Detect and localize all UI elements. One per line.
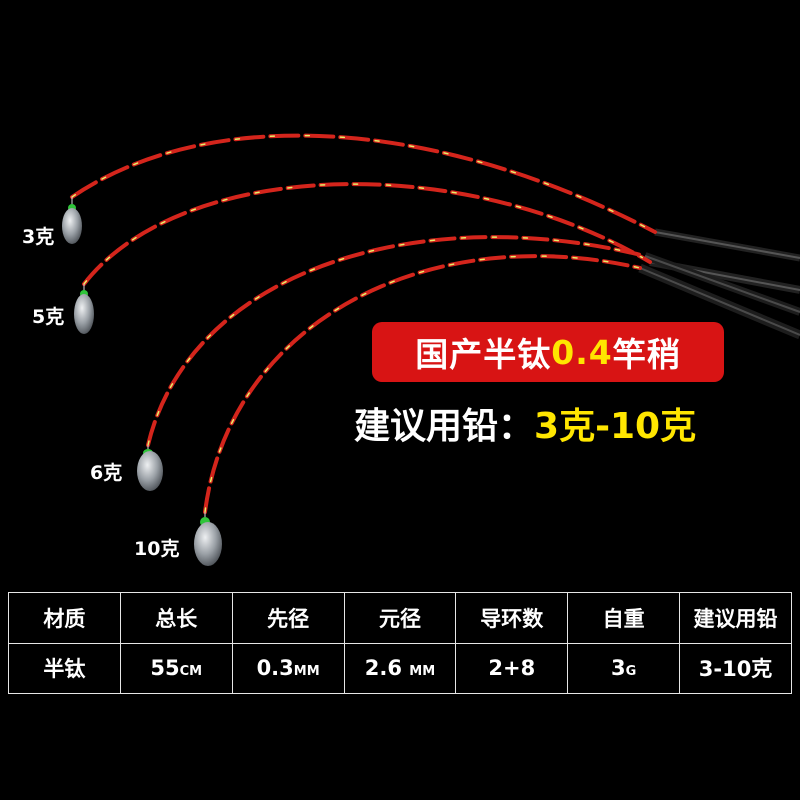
spec-table: 材质 总长 先径 元径 导环数 自重 建议用铅 半钛 55CM 0.3MM 2.… — [8, 592, 792, 694]
rod-tips-illustration — [62, 133, 800, 566]
table-cell-weight: 3G — [567, 642, 681, 694]
sinker-2 — [74, 284, 94, 334]
weight-label-6g: 6克 — [90, 462, 123, 484]
table-header-cell: 元径 — [343, 592, 457, 644]
rod-butts — [638, 228, 800, 340]
rod-tip-2 — [82, 182, 652, 286]
table-header-cell: 导环数 — [455, 592, 569, 644]
table-header-row: 材质 总长 先径 元径 导环数 自重 建议用铅 — [8, 592, 792, 644]
table-cell-base-diameter: 2.6 MM — [343, 642, 457, 694]
sinker-4 — [194, 512, 222, 566]
rod-tip-3 — [146, 235, 647, 447]
table-cell-material: 半钛 — [8, 642, 121, 694]
recommended-lead-line: 建议用铅：3克-10克 — [354, 393, 774, 453]
subtitle-highlight: 3克-10克 — [534, 406, 697, 447]
weight-label-5g: 5克 — [32, 306, 65, 328]
table-row: 半钛 55CM 0.3MM 2.6 MM 2+8 3G 3-10克 — [8, 642, 792, 694]
rod-tip-4 — [203, 254, 642, 514]
weight-label-10g: 10克 — [134, 538, 180, 560]
table-cell-length: 55CM — [119, 642, 233, 694]
sinker-1 — [62, 197, 82, 244]
banner-text-prefix: 国产半钛 — [415, 335, 552, 374]
table-cell-guide-count: 2+8 — [455, 642, 569, 694]
banner-text-suffix: 竿稍 — [612, 335, 681, 374]
banner-text-highlight: 0.4 — [551, 332, 613, 372]
table-header-cell: 先径 — [231, 592, 345, 644]
subtitle-prefix: 建议用铅： — [354, 406, 535, 447]
table-header-cell: 自重 — [567, 592, 681, 644]
table-cell-recommended-lead: 3-10克 — [679, 642, 792, 694]
table-header-cell: 总长 — [119, 592, 233, 644]
weight-label-3g: 3克 — [22, 226, 55, 248]
rod-tip-1 — [70, 133, 657, 234]
table-cell-tip-diameter: 0.3MM — [231, 642, 345, 694]
table-header-cell: 材质 — [8, 592, 121, 644]
table-header-cell: 建议用铅 — [679, 592, 792, 644]
sinker-3 — [137, 445, 163, 491]
